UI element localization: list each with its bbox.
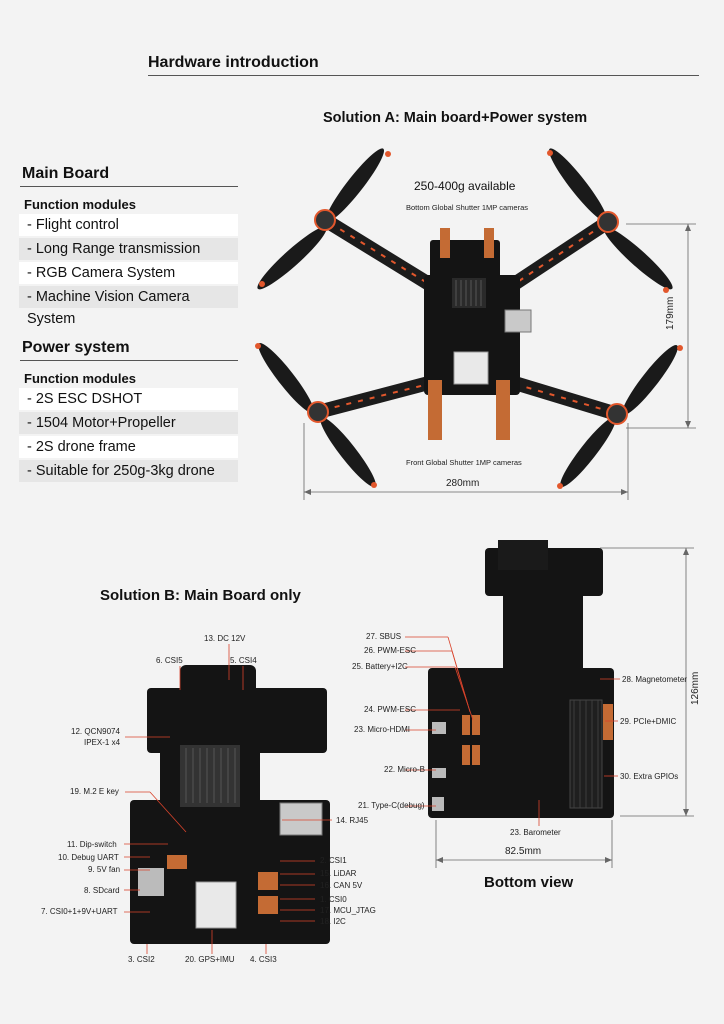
main-board-item: - Flight control	[19, 214, 238, 236]
power-system-item: - 2S drone frame	[19, 436, 238, 458]
label-sbus: 27. SBUS	[366, 632, 402, 641]
power-system-item: - 1504 Motor+Propeller	[19, 412, 238, 434]
label-gps-imu: 20. GPS+IMU	[185, 955, 235, 964]
label-battery-i2c: 25. Battery+I2C	[352, 662, 408, 671]
label-debug-uart: 10. Debug UART	[58, 853, 119, 862]
power-system-title: Power system	[22, 339, 130, 356]
main-board-title: Main Board	[22, 165, 110, 182]
label-dc-12v: 13. DC 12V	[204, 634, 246, 643]
main-board-item: - Machine Vision Camera System	[19, 286, 238, 327]
label-type-c-debug: 21. Type-C(debug)	[358, 801, 425, 810]
label-barometer: 23. Barometer	[510, 828, 561, 837]
bottom-camera-note: Front Global Shutter 1MP cameras	[406, 458, 522, 467]
top-camera-note: Bottom Global Shutter 1MP cameras	[406, 203, 528, 212]
label-sdcard: 8. SDcard	[84, 886, 120, 895]
main-board-subtitle: Function modules	[24, 197, 136, 212]
label-pwm-esc-24: 24. PWM-ESC	[364, 705, 417, 714]
label-ipex: IPEX-1 x4	[84, 738, 121, 747]
main-board-item: - RGB Camera System	[19, 262, 238, 284]
label-csi4: 5. CSI4	[230, 656, 257, 665]
bottom-height-dimension: 126mm	[690, 671, 701, 705]
label-rj45: 14. RJ45	[336, 816, 369, 825]
label-extra-gpios: 30. Extra GPIOs	[620, 772, 679, 781]
power-system-divider	[20, 360, 238, 361]
label-5v-fan: 9. 5V fan	[88, 865, 121, 874]
label-pwm-esc-26: 26. PWM-ESC	[364, 646, 417, 655]
bottom-view-title: Bottom view	[484, 874, 574, 891]
width-dimension: 280mm	[446, 478, 480, 489]
label-pcie-dmic: 29. PCIe+DMIC	[620, 717, 677, 726]
label-csi5: 6. CSI5	[156, 656, 183, 665]
label-qcn9074: 12. QCN9074	[71, 727, 120, 736]
label-lidar: 15. LiDAR	[320, 869, 357, 878]
label-csi0: 1. CSI0	[320, 895, 347, 904]
label-micro-hdmi: 23. Micro-HDMI	[354, 725, 411, 734]
label-magnetometer: 28. Magnetometer	[622, 675, 687, 684]
page-title: Hardware introduction	[148, 54, 319, 71]
height-dimension: 179mm	[665, 296, 676, 330]
label-can-5v: 16. CAN 5V	[320, 881, 363, 890]
label-mcu-jtag: 17. MCU_JTAG	[320, 906, 376, 915]
weight-note: 250-400g available	[414, 179, 516, 193]
power-system-item: - 2S ESC DSHOT	[19, 388, 238, 410]
power-system-subtitle: Function modules	[24, 371, 136, 386]
solution-b-title: Solution B: Main Board only	[100, 587, 301, 604]
label-micro-b: 22. Micro-B	[384, 765, 425, 774]
label-csi3: 4. CSI3	[250, 955, 277, 964]
label-m2-ekey: 19. M.2 E key	[70, 787, 119, 796]
bottom-width-dimension: 82.5mm	[505, 846, 542, 857]
main-board-item: - Long Range transmission	[19, 238, 238, 260]
label-csi2: 3. CSI2	[128, 955, 155, 964]
title-divider	[148, 75, 699, 76]
label-dip-switch: 11. Dip-switch	[67, 840, 117, 849]
power-system-item: - Suitable for 250g-3kg drone	[19, 460, 238, 482]
label-i2c: 18. I2C	[320, 917, 346, 926]
solution-a-title: Solution A: Main board+Power system	[323, 110, 588, 126]
label-csi1: 2. CSI1	[320, 856, 347, 865]
main-board-divider	[20, 186, 238, 187]
label-csi0-1: 7. CSI0+1+9V+UART	[41, 907, 118, 916]
